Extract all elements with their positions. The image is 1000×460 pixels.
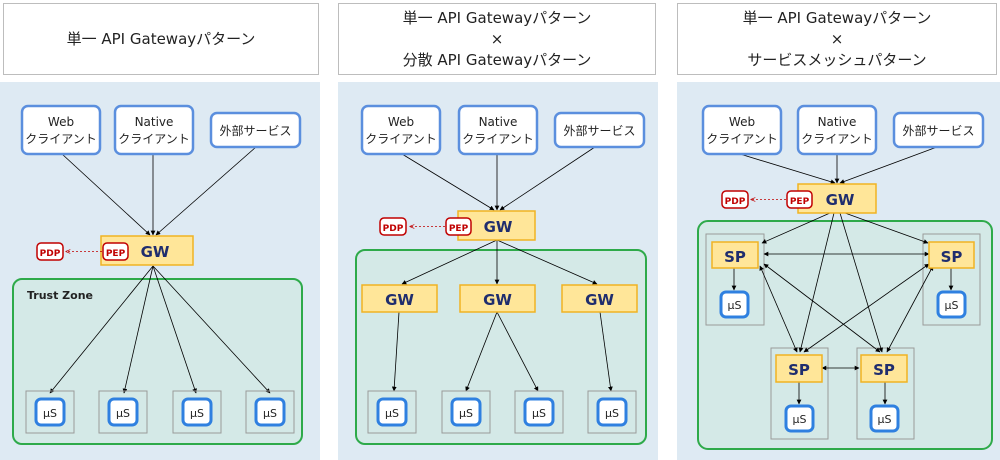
native-client-label: クライアント bbox=[801, 132, 873, 146]
trust-zone-label: Trust Zone bbox=[27, 289, 93, 302]
microservice-label: μS bbox=[945, 299, 959, 312]
sidecar-proxy-label: SP bbox=[941, 248, 963, 266]
microservice-label: μS bbox=[605, 407, 619, 420]
native-client-box bbox=[457, 104, 539, 156]
microservice-group: μS bbox=[514, 390, 564, 434]
external-service-box bbox=[892, 111, 985, 149]
microservice-group: μS bbox=[25, 390, 75, 434]
pdp-label: PDP bbox=[725, 197, 746, 207]
header-distributed-gateway: 単一 API Gatewayパターン × 分散 API Gatewayパターン bbox=[338, 3, 656, 75]
pdp-badge bbox=[36, 242, 64, 261]
microservice-box bbox=[869, 404, 900, 433]
microservice-label: μS bbox=[728, 299, 742, 312]
native-client-label: Native bbox=[818, 115, 857, 129]
pdp-badge bbox=[379, 217, 407, 236]
gateway-box bbox=[361, 284, 438, 313]
web-client-label: クライアント bbox=[706, 132, 778, 146]
native-client-box bbox=[796, 104, 878, 156]
native-client-label: Native bbox=[479, 115, 518, 129]
header-line: × bbox=[490, 29, 504, 48]
gateway-box bbox=[561, 284, 638, 313]
microservice-label: μS bbox=[43, 407, 57, 420]
microservice-label: μS bbox=[532, 407, 546, 420]
header-single-gateway: 単一 API Gatewayパターン bbox=[3, 3, 319, 75]
header-service-mesh: 単一 API Gatewayパターン × サービスメッシュパターン bbox=[677, 3, 997, 75]
microservice-group: μS bbox=[245, 390, 295, 434]
web-client-box bbox=[360, 104, 442, 156]
pep-label: PEP bbox=[106, 249, 126, 259]
pep-label: PEP bbox=[449, 224, 469, 234]
external-service-label: 外部サービス bbox=[563, 123, 635, 138]
gateway-label: GW bbox=[585, 291, 614, 309]
sidecar-proxy-box bbox=[928, 241, 975, 269]
microservice-label: μS bbox=[263, 407, 277, 420]
gateway-label: GW bbox=[484, 218, 513, 236]
microservice-box bbox=[719, 290, 750, 319]
header-line: 単一 API Gatewayパターン bbox=[66, 29, 256, 48]
pep-badge bbox=[786, 190, 813, 209]
native-client-label: クライアント bbox=[118, 132, 190, 146]
native-client-label: Native bbox=[135, 115, 174, 129]
microservice-box bbox=[784, 404, 815, 433]
header-line: × bbox=[830, 29, 844, 48]
microservice-group: μS bbox=[98, 390, 148, 434]
web-client-label: クライアント bbox=[365, 132, 437, 146]
external-service-box bbox=[209, 111, 302, 149]
pdp-label: PDP bbox=[40, 249, 61, 259]
external-service-label: 外部サービス bbox=[219, 123, 291, 138]
gateway-label: GW bbox=[826, 191, 855, 209]
external-service-box bbox=[553, 111, 646, 149]
external-service-label: 外部サービス bbox=[902, 123, 974, 138]
pep-badge bbox=[445, 217, 472, 236]
gateway-label: GW bbox=[141, 243, 170, 261]
sidecar-proxy-label: SP bbox=[724, 248, 746, 266]
pep-badge bbox=[102, 242, 129, 261]
microservice-group: μS bbox=[172, 390, 222, 434]
microservice-box bbox=[936, 290, 967, 319]
native-client-box bbox=[113, 104, 195, 156]
microservice-label: μS bbox=[459, 407, 473, 420]
sidecar-proxy-box bbox=[860, 354, 908, 383]
web-client-label: Web bbox=[729, 115, 755, 129]
web-client-label: Web bbox=[48, 115, 74, 129]
header-line: 分散 API Gatewayパターン bbox=[402, 50, 592, 69]
pdp-label: PDP bbox=[383, 224, 404, 234]
microservice-label: μS bbox=[878, 413, 892, 426]
web-client-label: Web bbox=[388, 115, 414, 129]
microservice-label: μS bbox=[190, 407, 204, 420]
header-line: 単一 API Gatewayパターン bbox=[402, 8, 592, 27]
header-line: 単一 API Gatewayパターン bbox=[742, 8, 932, 27]
sidecar-proxy-box bbox=[775, 354, 823, 383]
gateway-label: GW bbox=[483, 291, 512, 309]
native-client-label: クライアント bbox=[462, 132, 534, 146]
header-line: サービスメッシュパターン bbox=[747, 50, 927, 69]
sidecar-proxy-label: SP bbox=[788, 361, 810, 379]
pep-label: PEP bbox=[790, 197, 810, 207]
microservice-label: μS bbox=[116, 407, 130, 420]
web-client-box bbox=[20, 104, 102, 156]
web-client-box bbox=[701, 104, 783, 156]
sidecar-proxy-box bbox=[711, 241, 759, 269]
pdp-badge bbox=[721, 190, 749, 209]
microservice-group: μS bbox=[367, 390, 417, 434]
web-client-label: クライアント bbox=[25, 132, 97, 146]
microservice-group: μS bbox=[587, 390, 637, 434]
gateway-box bbox=[459, 284, 536, 313]
microservice-label: μS bbox=[793, 413, 807, 426]
gateway-label: GW bbox=[385, 291, 414, 309]
microservice-label: μS bbox=[385, 407, 399, 420]
sidecar-proxy-label: SP bbox=[873, 361, 895, 379]
microservice-group: μS bbox=[441, 390, 491, 434]
